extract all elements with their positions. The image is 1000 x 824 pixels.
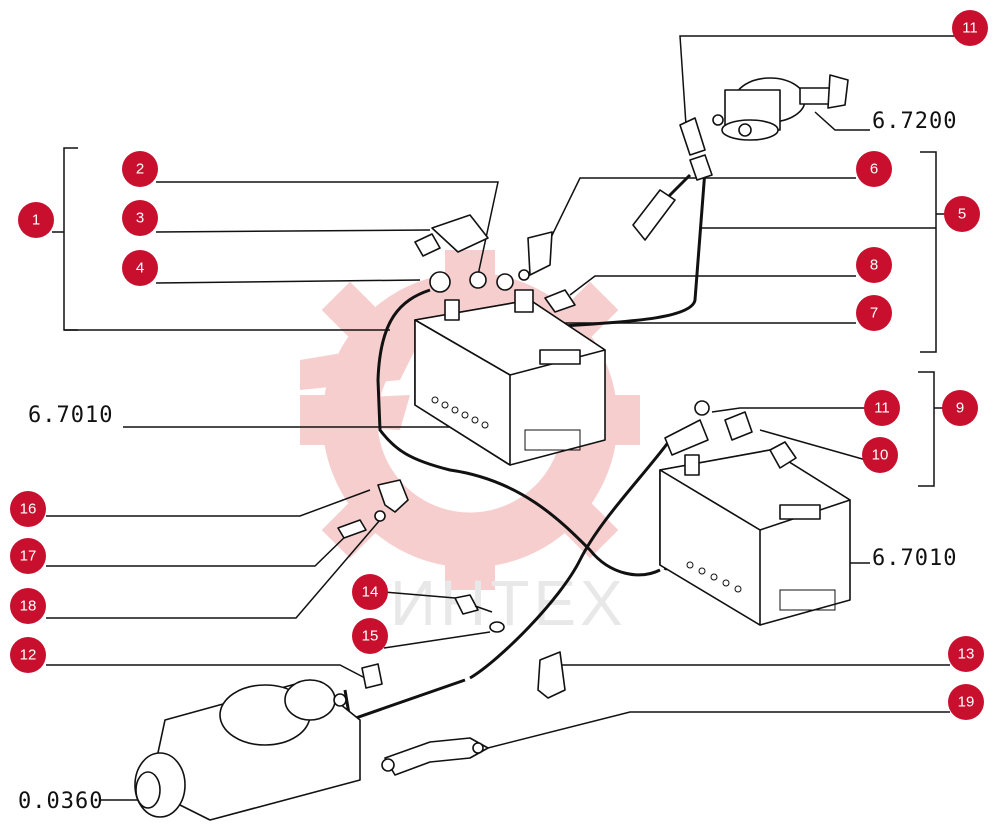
battery-1 [414, 299, 606, 466]
callout-label-8: 8 [870, 257, 878, 274]
watermark-text: ИНТЕХ [390, 567, 627, 639]
leader-15 [383, 631, 491, 649]
leader-18 [46, 519, 381, 619]
leader-19 [479, 711, 950, 751]
callout-label-9: 9 [956, 400, 964, 417]
terminal-clamps [414, 189, 676, 313]
leader-12 [46, 664, 366, 679]
callout-badge-3 [122, 200, 158, 236]
ground-strap [381, 737, 489, 776]
callout-badge-13 [948, 636, 984, 672]
callout-label-2: 2 [136, 161, 144, 178]
callout-badge-17 [10, 538, 46, 574]
callout-badge-12 [10, 637, 46, 673]
leader-8 [569, 275, 856, 296]
battery-2 [659, 449, 851, 626]
hardware-14-15 [454, 594, 505, 633]
leader-2 [156, 181, 499, 276]
callout-label-4: 4 [136, 260, 144, 277]
part-code-battery-switch: 6.7200 [872, 109, 957, 134]
callout-label-11-top: 11 [962, 20, 978, 37]
bracket-group-5 [920, 151, 937, 353]
callout-label-15: 15 [362, 628, 379, 645]
leader-3 [155, 229, 431, 233]
callout-badges: 1 2 3 4 5 6 7 8 9 10 11 11 12 13 14 15 1 [10, 10, 988, 720]
leader-11-mid [711, 407, 866, 413]
callout-badge-1 [18, 202, 54, 238]
callout-label-3: 3 [136, 210, 144, 227]
callout-badge-18 [10, 588, 46, 624]
callout-label-13: 13 [958, 646, 975, 663]
cable-to-starter [469, 439, 672, 680]
battery-switch [679, 74, 849, 181]
bracket-group-1 [63, 147, 78, 331]
callout-label-1: 1 [32, 212, 40, 229]
callout-badge-7 [856, 295, 892, 331]
cable-left [376, 288, 661, 577]
callout-label-16: 16 [20, 501, 37, 518]
callout-badge-8 [856, 247, 892, 283]
callout-badge-11-top [952, 10, 988, 46]
terminal-clamps-2 [664, 400, 797, 469]
callout-badge-19 [948, 684, 984, 720]
callout-badge-2 [122, 151, 158, 187]
leader-4 [155, 279, 421, 284]
callout-label-17: 17 [20, 548, 37, 565]
part-code-battery-2: 6.7010 [872, 546, 957, 571]
bracket-group-9 [918, 371, 935, 487]
callout-label-6: 6 [870, 161, 878, 178]
callout-badge-10 [862, 437, 898, 473]
part-code-battery-1: 6.7010 [28, 403, 113, 428]
callout-badge-16 [10, 491, 46, 527]
callout-badge-6 [856, 151, 892, 187]
leader-17 [46, 529, 353, 567]
callout-label-12: 12 [20, 647, 37, 664]
callout-label-14: 14 [362, 584, 379, 601]
leader-6-7200 [814, 111, 870, 131]
callout-badge-4 [122, 250, 158, 286]
leader-11-top [679, 35, 955, 126]
callout-badge-15 [352, 618, 388, 654]
callout-label-19: 19 [958, 694, 975, 711]
callout-label-18: 18 [20, 598, 37, 615]
leader-6 [539, 177, 856, 261]
leader-16 [46, 489, 371, 517]
starter-motor [134, 679, 361, 821]
callout-label-5: 5 [958, 206, 966, 223]
callout-badge-11-mid [864, 390, 900, 426]
leader-10 [759, 429, 867, 461]
leader-14 [383, 591, 456, 599]
callout-label-11-mid: 11 [874, 400, 890, 417]
callout-label-7: 7 [870, 305, 878, 322]
hardware-12-13 [361, 651, 566, 699]
callout-badge-14 [352, 574, 388, 610]
callout-badge-9 [942, 390, 978, 426]
part-code-starter: 0.0360 [18, 789, 103, 814]
callout-label-10: 10 [872, 447, 889, 464]
callout-badge-5 [944, 196, 980, 232]
cable-starter-end [343, 678, 466, 723]
hardware-16-17-18 [337, 479, 409, 539]
